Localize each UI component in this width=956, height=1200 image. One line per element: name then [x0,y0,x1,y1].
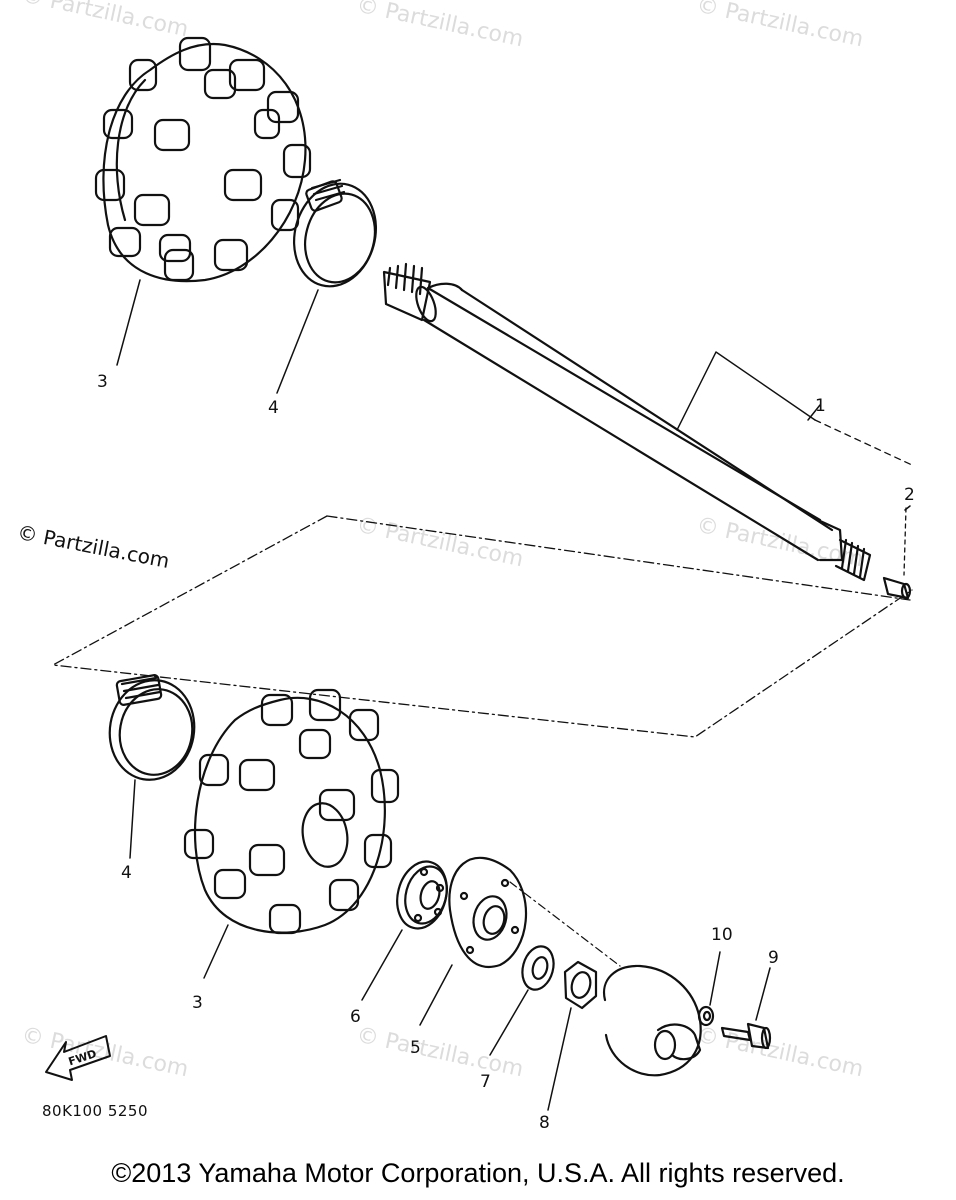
callout-8: 8 [539,1113,550,1133]
callout-5: 5 [410,1038,421,1058]
drive-shaft [382,262,872,582]
hose-clamp-top [292,178,378,288]
sprocket-top [94,36,312,283]
callout-7: 7 [480,1072,491,1092]
callout-9: 9 [768,948,779,968]
hose-clamp-bottom [108,674,196,781]
flange-plate [448,856,528,968]
drawing-code: 80K100 5250 [42,1102,148,1120]
callout-4b: 4 [121,863,132,883]
end-housing [602,964,702,1077]
bolt [720,1022,772,1050]
washer [521,945,555,991]
callout-3b: 3 [192,993,203,1013]
callout-2: 2 [904,485,915,505]
callout-3: 3 [97,372,108,392]
leader-lines [116,279,911,1111]
callout-10: 10 [711,925,733,945]
copyright-notice: ©2013 Yamaha Motor Corporation, U.S.A. A… [111,1158,845,1188]
callout-4: 4 [268,398,279,418]
fwd-arrow-icon [45,1035,111,1081]
bearing [396,860,448,930]
callout-6: 6 [350,1007,361,1027]
callout-1: 1 [815,396,826,416]
sprocket-bottom [183,688,400,935]
nut [563,960,598,1010]
small-washer [697,1005,715,1027]
plug-part [882,576,912,600]
